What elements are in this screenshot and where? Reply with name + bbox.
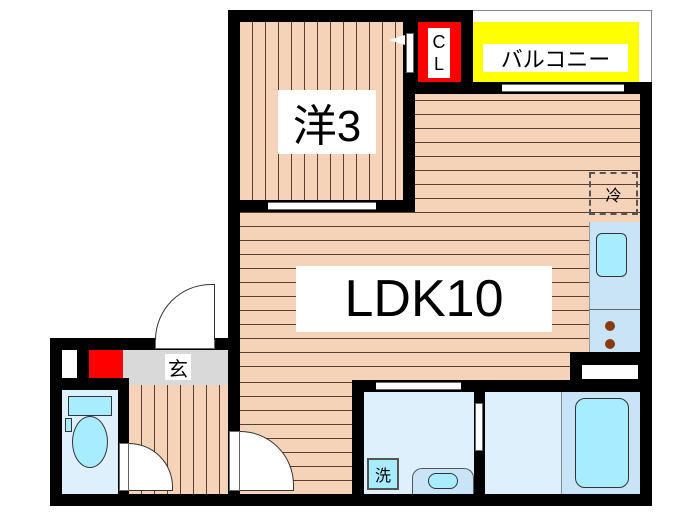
- entrance-label: 玄: [165, 354, 191, 381]
- washroom-door: [376, 382, 461, 390]
- wall-toilet-right: [118, 378, 129, 506]
- closet-label-bottom: L: [433, 54, 444, 74]
- stove-burner-icon: [605, 339, 615, 349]
- toilet-paper-icon: [65, 418, 72, 432]
- closet-label: C L: [428, 28, 450, 78]
- closet-label-top: C: [432, 32, 446, 52]
- bathroom-door: [475, 403, 483, 451]
- western-room-label: 洋3: [278, 90, 376, 154]
- refrigerator-label: 冷: [605, 187, 622, 205]
- wall-right: [640, 85, 652, 505]
- balcony-window: [502, 84, 624, 92]
- wall-entrance-left: [50, 338, 62, 506]
- wall-top: [228, 10, 473, 22]
- closet-door: [406, 33, 414, 73]
- toilet-tank-icon: [68, 396, 112, 416]
- kitchen-sink-icon: [596, 233, 627, 277]
- washer-label: 洗: [374, 468, 391, 485]
- closet-door-arrow-icon: [389, 35, 405, 45]
- ldk-door: [229, 431, 240, 491]
- balcony-label: バルコニー: [483, 44, 628, 72]
- wall-toilet-top: [50, 378, 129, 390]
- western-room-door: [268, 202, 376, 210]
- wall-bath-left: [352, 380, 364, 506]
- kitchen-divider: [589, 309, 640, 310]
- toilet-door: [119, 443, 129, 491]
- washbasin-bowl-icon: [428, 473, 458, 489]
- washer-space: 洗: [367, 458, 399, 490]
- kitchen-storage: [582, 365, 638, 379]
- wall-bottom: [50, 494, 652, 506]
- ldk-label: LDK10: [296, 266, 552, 332]
- ldk-floor-upper: [415, 94, 640, 212]
- stove-burner-icon: [605, 321, 615, 331]
- entrance-label-text: 玄: [168, 358, 188, 381]
- entrance-door-swing: [155, 284, 215, 340]
- bathroom-floor: [485, 392, 562, 494]
- entrance-door: [155, 339, 215, 349]
- bathtub-icon: [575, 398, 629, 488]
- western-room-label-text: 洋3: [292, 102, 362, 151]
- balcony-label-text: バルコニー: [500, 47, 611, 72]
- refrigerator-space: 冷: [589, 172, 638, 215]
- wall-west-room-left: [228, 10, 240, 502]
- wall-storage-divider: [77, 350, 89, 386]
- entrance-closet: [89, 350, 123, 380]
- shoe-storage: [62, 350, 77, 378]
- toilet-bowl-icon: [72, 416, 108, 468]
- ldk-label-text: LDK10: [344, 270, 504, 328]
